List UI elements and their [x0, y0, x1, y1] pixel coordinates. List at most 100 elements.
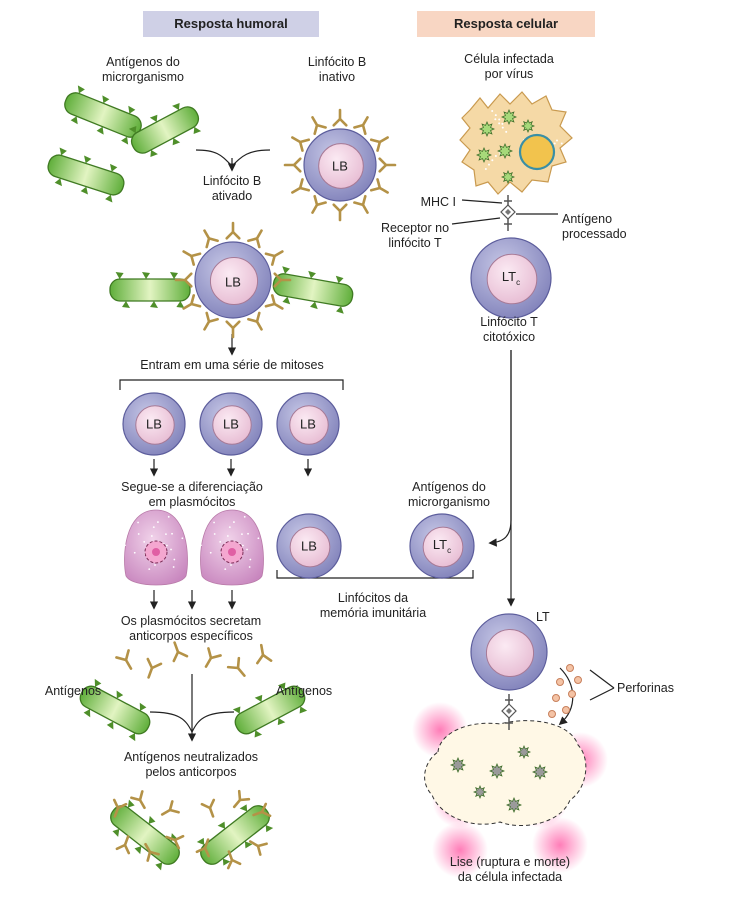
- antigen-spike: [134, 846, 142, 855]
- antibody-free-3: [172, 641, 189, 663]
- antigen-spike: [59, 147, 67, 156]
- released-virus-2: [489, 763, 505, 779]
- virus-6: [500, 169, 516, 185]
- antigen-spike: [277, 682, 286, 690]
- receptor-antibody: [353, 194, 369, 214]
- antigen-spike: [176, 301, 185, 308]
- antibody-arms: [264, 252, 276, 266]
- antibody-stem: [291, 136, 302, 144]
- bound-antibody: [200, 798, 216, 818]
- antigen-spike: [254, 730, 263, 738]
- bound-antibody: [165, 834, 185, 850]
- antigen-spike: [70, 116, 78, 125]
- mhc-label: MHC I: [420, 195, 456, 209]
- cytoplasm-granule: [498, 118, 501, 121]
- bacterium-bottom-left: [79, 678, 151, 742]
- receptor-antibody: [311, 194, 327, 214]
- arrows-and-brackets: [119, 149, 615, 742]
- antigen-spike: [310, 301, 318, 310]
- bacterium-body: [272, 273, 354, 307]
- cell-lysis-label: Lise (ruptura e morte)da célula infectad…: [449, 855, 571, 884]
- granule: [243, 515, 246, 518]
- receptor-antibody: [291, 178, 311, 194]
- bound-antibody: [252, 802, 272, 818]
- antibody-stem: [173, 641, 180, 654]
- granule: [213, 533, 216, 535]
- killing-t-lymphocyte: [470, 613, 548, 691]
- perforin-pointer-1: [589, 669, 615, 689]
- cytoplasm-granule: [487, 163, 490, 166]
- granule: [148, 568, 151, 571]
- antibody-free-4: [204, 647, 222, 668]
- lymphocyte-nucleus: [422, 526, 464, 568]
- antigen-spike: [105, 194, 113, 203]
- antigen-spike: [232, 706, 241, 714]
- antibody-arms: [190, 294, 202, 308]
- antigen-spike: [217, 821, 226, 829]
- perforins-label: Perforinas: [617, 681, 674, 695]
- granule: [137, 521, 139, 524]
- receptor-antibody: [353, 116, 369, 136]
- cytoplasm-granule: [494, 155, 497, 158]
- antibody-free-2: [146, 657, 163, 679]
- bound-antibody: [248, 840, 268, 856]
- granule: [247, 532, 249, 535]
- antibody-stem: [160, 808, 172, 816]
- lt-label: LT: [536, 610, 550, 624]
- antibody-stem: [203, 320, 211, 331]
- bound-antibody: [195, 838, 211, 858]
- granule: [157, 521, 159, 523]
- bacterium-top-right: [128, 102, 202, 158]
- memory-t-lymphocyte: [409, 513, 475, 579]
- cytoplasm-granule: [484, 168, 487, 171]
- cytoplasm-granule: [494, 118, 497, 121]
- granule: [224, 568, 227, 571]
- antigen-spike: [265, 824, 274, 833]
- lb-label-clone-2: LB: [223, 416, 239, 432]
- ltc-label-memory: LTc: [432, 537, 452, 555]
- antibody-stem: [273, 250, 284, 258]
- b-clone-3: [276, 392, 340, 456]
- mitosis-bracket: [119, 379, 344, 390]
- cytotoxic-t-lymphocyte: [470, 237, 552, 319]
- cytoplasm-granule: [494, 114, 497, 117]
- receptor-pointer: [451, 217, 501, 225]
- receptor-antibody: [332, 203, 348, 222]
- lysis-burst: [432, 822, 488, 878]
- antibody-stem: [236, 666, 246, 677]
- antigen-spike: [122, 301, 130, 308]
- granule: [173, 558, 176, 561]
- receptor-antibody: [225, 320, 241, 339]
- antibody-stem: [291, 186, 302, 194]
- virus-2: [501, 109, 517, 125]
- granule: [166, 544, 168, 547]
- cytoplasm-granule: [501, 122, 504, 125]
- lymphocyte-nucleus: [209, 256, 259, 306]
- granule: [124, 544, 126, 547]
- antibody-free-1: [115, 649, 133, 670]
- antibody-stem: [204, 656, 213, 668]
- humoral-response-header: Resposta humoral: [143, 11, 319, 37]
- antibody-arms: [115, 843, 131, 855]
- lb-label-inactive: LB: [332, 158, 348, 174]
- plasma-cell-2: [200, 509, 264, 586]
- antibody-stem: [165, 835, 177, 842]
- merge-curve-lower-left: [149, 711, 193, 733]
- antibody-arms: [256, 653, 273, 665]
- cytoplasm-granule: [491, 159, 494, 162]
- antibody-stem: [248, 840, 260, 848]
- granule: [143, 541, 146, 543]
- bacterium-body: [64, 92, 142, 138]
- antigen-spike: [170, 272, 178, 279]
- granule: [219, 541, 222, 543]
- antibody-stem: [182, 302, 193, 310]
- lymphocyte-nucleus: [212, 405, 252, 445]
- receptor-antibody: [203, 229, 219, 249]
- mhc-receptor-complex: [500, 195, 516, 231]
- antigen-spike: [335, 275, 344, 284]
- antibody-arms: [378, 157, 388, 173]
- antibody-arms: [146, 850, 160, 862]
